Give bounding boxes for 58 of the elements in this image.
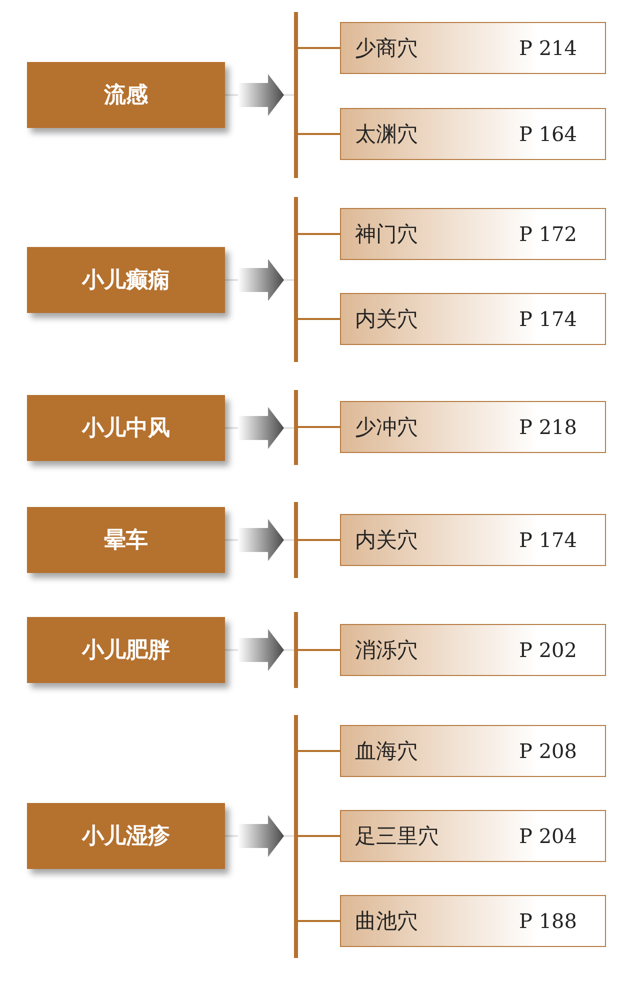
connector-line [298,47,340,49]
acupoint-box [340,810,606,862]
acupoint-name: 内关穴 [355,306,418,333]
connector-line [298,426,340,428]
acupoint-name: 内关穴 [355,527,418,554]
page-number: P 174 [519,307,577,331]
bracket-bar [294,12,298,178]
bracket-bar [294,715,298,958]
page-number: P 204 [519,824,577,848]
acupoint-name: 少冲穴 [355,414,418,441]
category-label: 小儿肥胖 [82,637,170,665]
connector-line [298,233,340,235]
acupoint-name: 太渊穴 [355,121,418,148]
acupoint-name: 足三里穴 [355,823,439,850]
bracket-bar [294,502,298,578]
category-box [27,247,225,313]
acupoint-box [340,624,606,676]
acupoint-box [340,401,606,453]
page-number: P 208 [519,739,577,763]
page-number: P 172 [519,222,577,246]
acupoint-box [340,22,606,74]
category-label: 晕车 [104,527,148,555]
acupoint-box [340,208,606,260]
connector-line [298,539,340,541]
category-label: 小儿癫痫 [82,267,170,295]
category-box [27,507,225,573]
bracket-bar [294,197,298,362]
connector-line [298,920,340,922]
category-box [27,62,225,128]
acupoint-name: 曲池穴 [355,908,418,935]
connector-line [298,318,340,320]
bracket-bar [294,612,298,688]
category-label: 小儿湿疹 [82,823,170,851]
acupoint-box [340,725,606,777]
acupoint-name: 血海穴 [355,738,418,765]
category-label: 流感 [104,82,148,110]
connector-line [298,649,340,651]
acupoint-box [340,293,606,345]
page-number: P 188 [519,909,577,933]
page-number: P 218 [519,415,577,439]
acupoint-box [340,514,606,566]
connector-line [298,750,340,752]
page-number: P 214 [519,36,577,60]
acupoint-box [340,108,606,160]
page-number: P 202 [519,638,577,662]
connector-line [298,133,340,135]
page-number: P 164 [519,122,577,146]
acupoint-name: 神门穴 [355,221,418,248]
bracket-bar [294,390,298,465]
page-number: P 174 [519,528,577,552]
category-box [27,395,225,461]
category-box [27,617,225,683]
category-box [27,803,225,869]
category-label: 小儿中风 [82,415,170,443]
acupoint-name: 消泺穴 [355,637,418,664]
connector-line [298,835,340,837]
acupoint-name: 少商穴 [355,35,418,62]
acupoint-box [340,895,606,947]
